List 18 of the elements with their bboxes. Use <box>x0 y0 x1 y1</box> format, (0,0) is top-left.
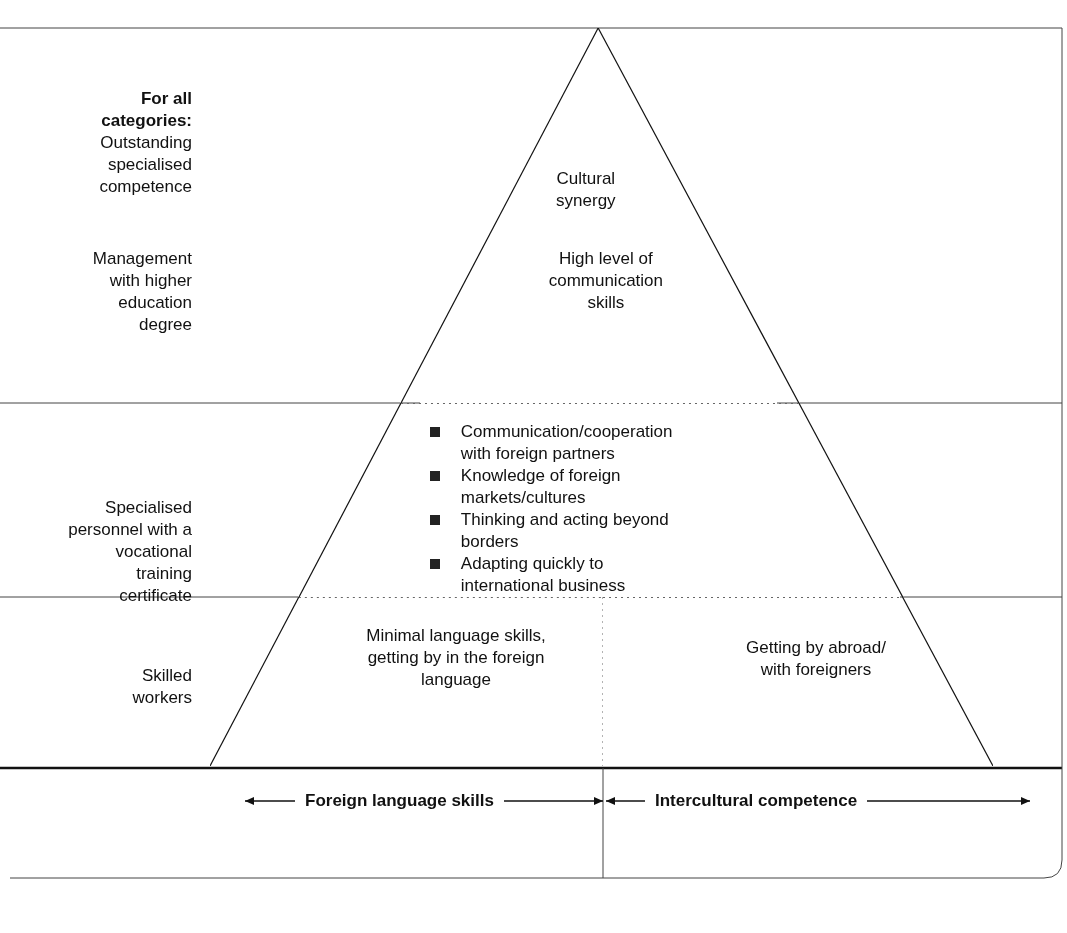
bullet-item: Adapting quickly to international business <box>460 553 627 597</box>
tier-text: Minimal language skills, getting by in the foreign language <box>365 625 547 691</box>
pyramid-tier <box>400 28 799 403</box>
bullet-item: Communication/cooperation with foreign partners <box>460 421 674 465</box>
tier-text: Cultural synergy <box>555 168 617 212</box>
bullet-item: Knowledge of foreign markets/cultures <box>460 465 622 509</box>
tier-text: High level of communication skills <box>547 248 664 314</box>
row-label: Skilled workers <box>131 665 192 709</box>
row-label: For all categories: Outstanding specialised competence <box>98 88 192 198</box>
bullet-item: Thinking and acting beyond borders <box>460 509 670 553</box>
axis-label: Foreign language skills <box>305 790 494 812</box>
row-label: Specialised personnel with a vocational training certificate <box>67 497 192 607</box>
pyramid-tier <box>298 403 903 597</box>
pyramid-tier <box>603 597 993 766</box>
row-label: Management with higher education degree <box>91 248 192 336</box>
axis-label: Intercultural competence <box>655 790 858 812</box>
pyramid-tier <box>210 597 603 766</box>
tier-text: Getting by abroad/ with foreigners <box>745 637 887 681</box>
